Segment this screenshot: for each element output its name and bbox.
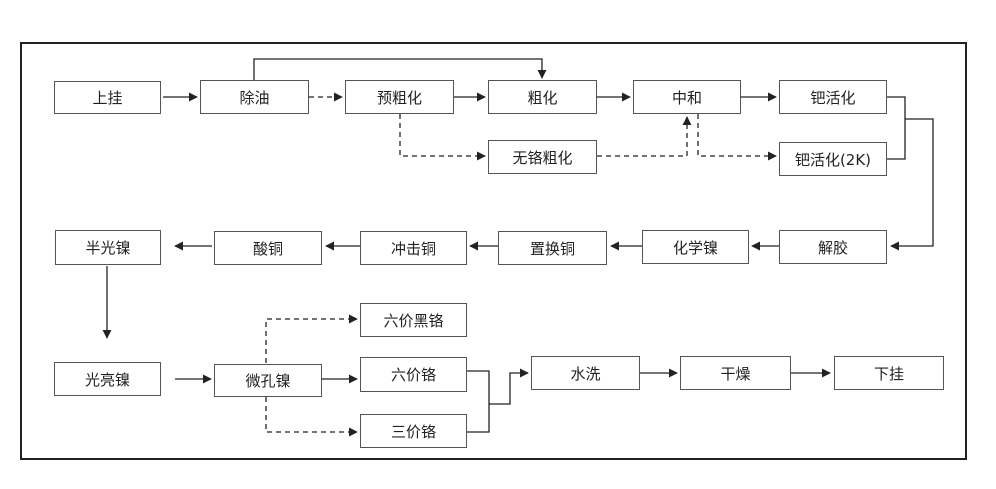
node-cuhua: 粗化 bbox=[488, 80, 597, 114]
arrow-weikongnie-liujiaheige bbox=[265, 314, 358, 363]
node-guangliangnie: 光亮镍 bbox=[54, 362, 161, 396]
node-sanjiage: 三价铬 bbox=[360, 414, 467, 448]
diagram-frame bbox=[20, 42, 967, 460]
node-suantong: 酸铜 bbox=[214, 231, 322, 265]
arrow-merge-jiejiao bbox=[890, 118, 934, 251]
node-weikongnie: 微孔镍 bbox=[214, 364, 322, 397]
node-huaxueni: 化学镍 bbox=[642, 230, 749, 264]
node-ganzao: 干燥 bbox=[680, 356, 791, 390]
connector-sanjiage-merge bbox=[467, 404, 490, 433]
node-chongjitong: 冲击铜 bbox=[360, 231, 467, 265]
node-shangua: 上挂 bbox=[54, 81, 161, 114]
connector-bahuohua2k-merge bbox=[887, 119, 906, 160]
arrow-wugecuhua-zhonghe bbox=[597, 116, 692, 157]
node-banguangnie: 半光镍 bbox=[55, 230, 161, 265]
arrow-weikongnie-sanjiage bbox=[265, 397, 358, 437]
connector-bahuohua-merge bbox=[887, 96, 906, 119]
node-wugecuhua: 无铬粗化 bbox=[488, 140, 597, 174]
node-liujiage: 六价铬 bbox=[360, 357, 467, 392]
node-liujiaheige: 六价黑铬 bbox=[360, 303, 467, 337]
node-shuixi: 水洗 bbox=[531, 356, 640, 390]
node-yucuhua: 预粗化 bbox=[345, 80, 454, 114]
arrow-chuyou-cuhua-bypass bbox=[253, 58, 547, 80]
node-zhonghe: 中和 bbox=[633, 80, 741, 114]
node-chuyou: 除油 bbox=[200, 80, 309, 114]
arrow-merge-shuixi bbox=[489, 368, 529, 405]
node-bahuohua2k: 钯活化(2K) bbox=[779, 142, 887, 176]
node-zhihuantong: 置换铜 bbox=[498, 231, 607, 265]
node-bahuohua: 钯活化 bbox=[779, 80, 887, 114]
arrow-yucuhua-wugecuhua bbox=[399, 114, 486, 161]
connector-liujiage-merge bbox=[467, 370, 490, 404]
arrow-zhonghe-bahuohua2k bbox=[697, 114, 777, 161]
node-jiejiao: 解胶 bbox=[779, 230, 887, 264]
node-xiagua: 下挂 bbox=[834, 356, 944, 390]
